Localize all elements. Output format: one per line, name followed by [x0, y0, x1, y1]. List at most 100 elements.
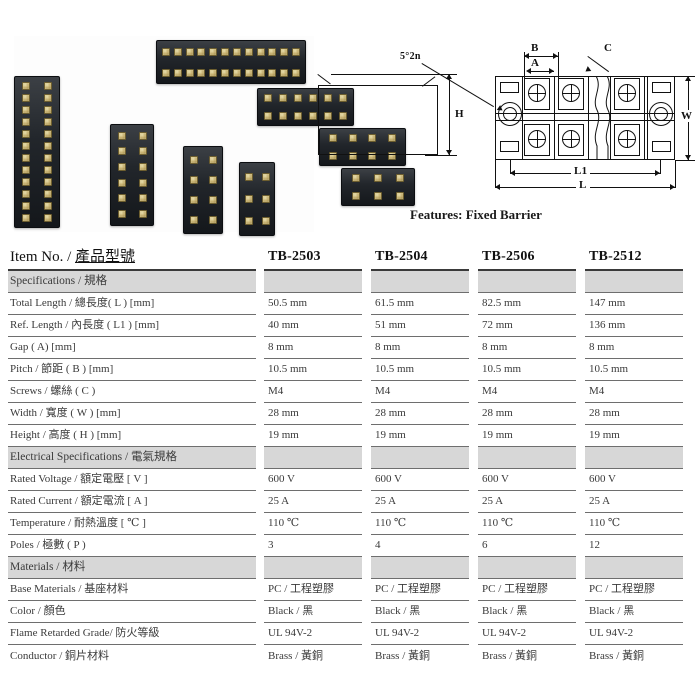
- l-arrow-left: [495, 184, 500, 190]
- screw-row: [240, 163, 257, 235]
- brass-screw: [348, 152, 357, 160]
- row-value: 40 mm: [264, 315, 362, 337]
- row-label-cell: Electrical Specifications / 電氣規格: [8, 447, 264, 469]
- screw-row: [342, 169, 414, 187]
- row-label-cell: Rated Current / 額定電流 [ A ]: [8, 491, 264, 513]
- terminal-block-unit: [14, 76, 60, 228]
- screw-row: [132, 125, 153, 225]
- row-value-cell: PC / 工程塑膠: [585, 579, 692, 601]
- row-value: Black / 黑: [371, 601, 469, 623]
- brass-screw: [22, 94, 30, 102]
- brass-screw: [173, 47, 182, 56]
- header-model-cell: TB-2504: [371, 245, 478, 271]
- row-value-cell: UL 94V-2: [478, 623, 585, 645]
- row-value: [371, 447, 469, 469]
- row-label-cell: Poles / 極數 ( P ): [8, 535, 264, 557]
- row-label-cell: Width / 寬度 ( W ) [mm]: [8, 403, 264, 425]
- brass-screw: [22, 106, 30, 114]
- row-label: Electrical Specifications / 電氣規格: [8, 447, 256, 469]
- brass-screw: [396, 192, 404, 200]
- row-value-cell: [478, 447, 585, 469]
- brass-screw: [280, 68, 289, 77]
- row-value-cell: 19 mm: [371, 425, 478, 447]
- mounting-hole-left-outer: [498, 102, 522, 126]
- row-value-cell: [264, 557, 371, 579]
- row-value: [585, 447, 683, 469]
- row-value: 8 mm: [478, 337, 576, 359]
- row-label: Screws / 螺絲 ( C ): [8, 381, 256, 403]
- brass-screw: [44, 106, 52, 114]
- brass-screw: [348, 134, 357, 142]
- features-caption: Features: Fixed Barrier: [410, 207, 542, 222]
- screw-cell-top-3: [614, 78, 640, 110]
- row-value: [371, 557, 469, 579]
- row-value: 28 mm: [264, 403, 362, 425]
- row-value-cell: [585, 447, 692, 469]
- brass-screw: [308, 112, 317, 120]
- terminal-block-unit: [319, 128, 406, 166]
- row-value-cell: 61.5 mm: [371, 293, 478, 315]
- brass-screw: [44, 82, 52, 90]
- brass-screw: [256, 47, 265, 56]
- brass-screw: [189, 156, 198, 164]
- brass-screw: [22, 166, 30, 174]
- brass-screw: [44, 166, 52, 174]
- row-label-cell: Conductor / 銅片材料: [8, 645, 264, 667]
- row-value-cell: 6: [478, 535, 585, 557]
- gap-a-label: A: [531, 57, 540, 69]
- row-value-cell: 4: [371, 535, 478, 557]
- row-value: 25 A: [264, 491, 362, 513]
- row-value-cell: 600 V: [478, 469, 585, 491]
- h-dimension-arrow-top: [446, 74, 452, 79]
- brass-screw: [209, 47, 218, 56]
- brass-screw: [221, 47, 230, 56]
- row-value-cell: [585, 557, 692, 579]
- brass-screw: [328, 134, 337, 142]
- brass-screw: [261, 217, 270, 225]
- brass-screw: [232, 68, 241, 77]
- brass-screw: [388, 134, 397, 142]
- screw-slot-v-bottom-3: [627, 130, 628, 148]
- row-value: [264, 447, 362, 469]
- row-value-cell: 3: [264, 535, 371, 557]
- brass-screw: [44, 190, 52, 198]
- row-value: 82.5 mm: [478, 293, 576, 315]
- row-label-cell: Screws / 螺絲 ( C ): [8, 381, 264, 403]
- l1-label: L1: [571, 165, 591, 177]
- header-model-cell: TB-2512: [585, 245, 692, 271]
- screw-row: [111, 125, 132, 225]
- row-value-cell: 600 V: [585, 469, 692, 491]
- row-label: Pitch / 節距 ( B ) [mm]: [8, 359, 256, 381]
- screw-row: [257, 163, 274, 235]
- screw-row: [258, 107, 353, 125]
- row-value: 110 ℃: [264, 513, 362, 535]
- row-value-cell: 28 mm: [478, 403, 585, 425]
- row-value: 72 mm: [478, 315, 576, 337]
- terminal-block-unit: [156, 40, 306, 84]
- w-dimension-arrow-top: [685, 76, 691, 81]
- row-value-cell: PC / 工程塑膠: [264, 579, 371, 601]
- header-item-no-cn: 產品型號: [75, 249, 136, 265]
- h-dimension-arrow-bottom: [446, 150, 452, 155]
- row-value: 28 mm: [371, 403, 469, 425]
- brass-screw: [244, 68, 253, 77]
- brass-screw: [352, 192, 360, 200]
- row-value-cell: 110 ℃: [478, 513, 585, 535]
- brass-screw: [138, 147, 147, 156]
- row-value-cell: 28 mm: [371, 403, 478, 425]
- brass-screw: [22, 142, 30, 150]
- pitch-b-dim-line: [524, 56, 558, 57]
- terminal-block-unit: [183, 146, 223, 234]
- row-value-cell: 19 mm: [478, 425, 585, 447]
- row-value-cell: 8 mm: [371, 337, 478, 359]
- row-value: 110 ℃: [478, 513, 576, 535]
- row-value: [264, 271, 362, 293]
- row-label-cell: Flame Retarded Grade/ 防火等級: [8, 623, 264, 645]
- row-label-cell: Gap ( A) [mm]: [8, 337, 264, 359]
- brass-screw: [338, 112, 347, 120]
- row-label: Conductor / 銅片材料: [10, 650, 109, 662]
- row-value: M4: [264, 381, 362, 403]
